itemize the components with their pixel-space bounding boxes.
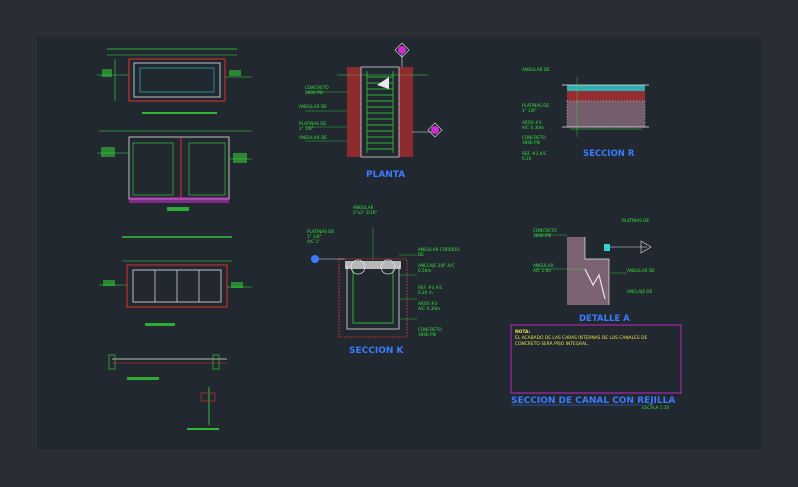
seccion-k-label-angular-size: 2"x2" 3/16"	[353, 210, 377, 215]
note-line1: EL ACABADO DE LAS CARAS INTERNAS DE LOS …	[515, 335, 647, 341]
seccion-r-label-concreto-psi: 3000 PSI	[522, 140, 540, 145]
seccion-r-drawing	[562, 77, 649, 137]
seccion-r-label-angular: ANGULAR DE	[522, 67, 550, 72]
seccion-k-drawing	[311, 227, 417, 338]
seccion-k-label-platinas: PLATINAS DE	[307, 229, 334, 234]
seccion-k-label-aros2: A/C 0.30m	[418, 306, 440, 311]
detalle-a-label-anclaje: ANCLAJE DE	[627, 289, 653, 294]
seccion-k-label-concreto: CONCRETO	[418, 327, 442, 332]
seccion-k-label-angular-corrido: ANGULAR CORRIDO	[418, 247, 460, 252]
cad-drawing: CONCRETO 3000 PSI ANGULAR DE PLATINAS DE…	[97, 42, 682, 430]
seccion-k-label-anclaje: ANCLAJE 3/8" A/C	[418, 263, 455, 268]
title-planta: PLANTA	[366, 170, 405, 180]
seccion-k-label-anclaje2: 0.50m	[418, 268, 431, 273]
note-heading: NOTA:	[515, 329, 531, 335]
drawing-sheet: CONCRETO 3000 PSI ANGULAR DE PLATINAS DE…	[37, 37, 761, 450]
note-line2: CONCRETO SERÁ PISO INTEGRAL.	[515, 340, 589, 347]
detalle-a-label-angular-de: ANGULAR DE	[627, 268, 655, 273]
planta-label-angular-de: ANGULAR DE	[299, 135, 327, 140]
note-box	[510, 324, 682, 394]
seccion-r-label-ref2: 0.20	[522, 156, 532, 161]
planta-label-angular: ANGULAR DE	[299, 104, 327, 109]
seccion-k-label-platinas-size: 1" 1/8"	[307, 234, 322, 239]
detalle-a-drawing	[535, 234, 652, 305]
seccion-r-label-platinas-size: 1" 1/8"	[522, 108, 537, 113]
seccion-k-label-aros: AROS #3	[418, 301, 438, 306]
left-section-middle	[97, 130, 252, 211]
title-detalle-a: DETALLE A	[579, 314, 630, 324]
seccion-k-label-ref2: 0.20 m	[418, 290, 433, 295]
planta-label-platinas-size: 1" 1/8"	[299, 126, 314, 131]
seccion-r-label-aros-spacing: A/C 0.30m	[522, 125, 544, 130]
detalle-a-label-platinas: PLATINAS DE	[622, 218, 649, 223]
seccion-r-label-platinas: PLATINAS DE	[522, 103, 549, 108]
seccion-r-label-concreto: CONCRETO	[522, 135, 546, 140]
left-plan-top	[97, 48, 252, 114]
seccion-k-label-concreto-psi: 3000 PSI	[418, 332, 436, 337]
detalle-a-label-angular2: A/C 1.00	[533, 268, 551, 273]
left-detail-bottom	[108, 354, 227, 430]
detalle-a-label-concreto: CONCRETO	[533, 228, 557, 233]
seccion-k-label-angular: ANGULAR	[353, 205, 374, 210]
planta-drawing	[305, 42, 443, 158]
seccion-k-label-angular-corrido2: DE	[418, 252, 424, 257]
seccion-k-label-ref: REF. #3 A/C	[418, 285, 443, 290]
title-seccion-k: SECCION K	[349, 346, 405, 356]
detalle-a-label-angular: ANGULAR	[533, 263, 554, 268]
seccion-r-label-ref: REF. #3 A/C	[522, 151, 547, 156]
planta-label-concreto: CONCRETO	[305, 85, 329, 90]
left-plan-third	[99, 236, 252, 326]
main-title-scale: ESCALA 1:10	[642, 405, 669, 410]
main-title: SECCION DE CANAL CON REJILLA	[511, 396, 675, 406]
planta-grating	[366, 71, 394, 153]
planta-label-platinas: PLATINAS DE	[299, 121, 326, 126]
seccion-k-label-platinas-ac: A/C 1"	[307, 239, 320, 244]
title-seccion-r: SECCION R	[583, 149, 635, 159]
seccion-r-label-aros: AROS #3	[522, 120, 542, 125]
detalle-a-label-concreto-psi: 3000 PSI	[533, 233, 551, 238]
planta-label-concreto-psi: 3000 PSI	[305, 90, 323, 95]
